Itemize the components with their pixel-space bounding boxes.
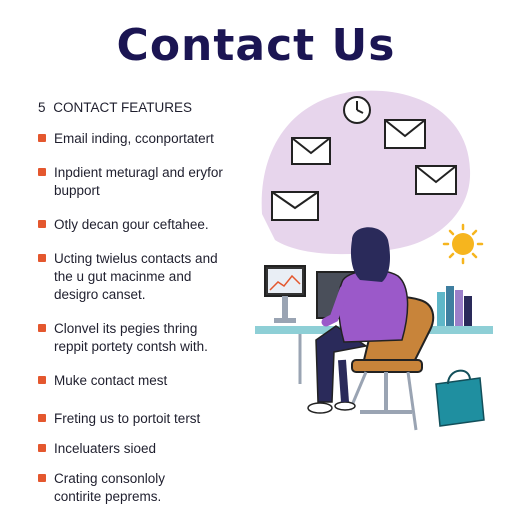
- section-heading: 5 CONTACT FEATURES: [38, 100, 192, 115]
- bullet-icon: [38, 414, 46, 422]
- feature-item: Muke contact mest: [38, 372, 238, 390]
- feature-item: Crating consonloly contirite peprems.: [38, 470, 238, 506]
- feature-text: Inpdient meturagl and eryfor: [54, 165, 223, 180]
- feature-text: Inceluaters sioed: [54, 441, 157, 456]
- books-icon: [437, 286, 472, 328]
- bullet-icon: [38, 254, 46, 262]
- feature-text: Ucting twielus contacts and: [54, 251, 218, 266]
- bullet-icon: [38, 324, 46, 332]
- bullet-icon: [38, 474, 46, 482]
- feature-item: Otly decan gour ceftahee.: [38, 216, 238, 234]
- section-heading-text: CONTACT FEATURES: [53, 100, 193, 115]
- bullet-icon: [38, 444, 46, 452]
- shopping-bag-icon: [435, 369, 485, 427]
- clock-icon: [343, 96, 371, 124]
- bullet-icon: [38, 376, 46, 384]
- feature-text: desigro canset.: [54, 287, 146, 302]
- feature-list: Email inding, cconportatert Inpdient met…: [38, 130, 238, 506]
- feature-item: Freting us to portoit terst: [38, 410, 238, 428]
- envelope-icon: [415, 165, 457, 195]
- feature-item: Email inding, cconportatert: [38, 130, 238, 148]
- bullet-icon: [38, 134, 46, 142]
- feature-text: Freting us to portoit terst: [54, 411, 201, 426]
- feature-text: Email inding, cconportatert: [54, 131, 214, 146]
- monitor-icon: [264, 265, 306, 323]
- sun-icon: [442, 223, 484, 265]
- section-number: 5: [38, 100, 46, 115]
- feature-item: Inceluaters sioed: [38, 440, 238, 458]
- person: [307, 227, 409, 414]
- feature-text: the u gut macinme and: [54, 269, 192, 284]
- feature-text: Muke contact mest: [54, 373, 168, 388]
- feature-text: Otly decan gour ceftahee.: [54, 217, 209, 232]
- feature-item: Ucting twielus contacts and the u gut ma…: [38, 250, 238, 304]
- envelope-icon: [291, 137, 331, 165]
- envelope-icon: [384, 119, 426, 149]
- feature-text: Crating consonloly: [54, 471, 166, 486]
- feature-text: bupport: [54, 183, 100, 198]
- envelope-icon: [271, 191, 319, 221]
- person-at-desk-illustration: [255, 90, 493, 431]
- feature-item: Inpdient meturagl and eryfor bupport: [38, 164, 238, 200]
- bullet-icon: [38, 220, 46, 228]
- feature-text: Clonvel its pegies thring: [54, 321, 198, 336]
- bullet-icon: [38, 168, 46, 176]
- feature-item: Clonvel its pegies thring reppit portety…: [38, 320, 238, 356]
- page-title: Contact Us: [116, 20, 396, 71]
- feature-text: contirite peprems.: [54, 489, 162, 504]
- feature-text: reppit portety contsh with.: [54, 339, 208, 354]
